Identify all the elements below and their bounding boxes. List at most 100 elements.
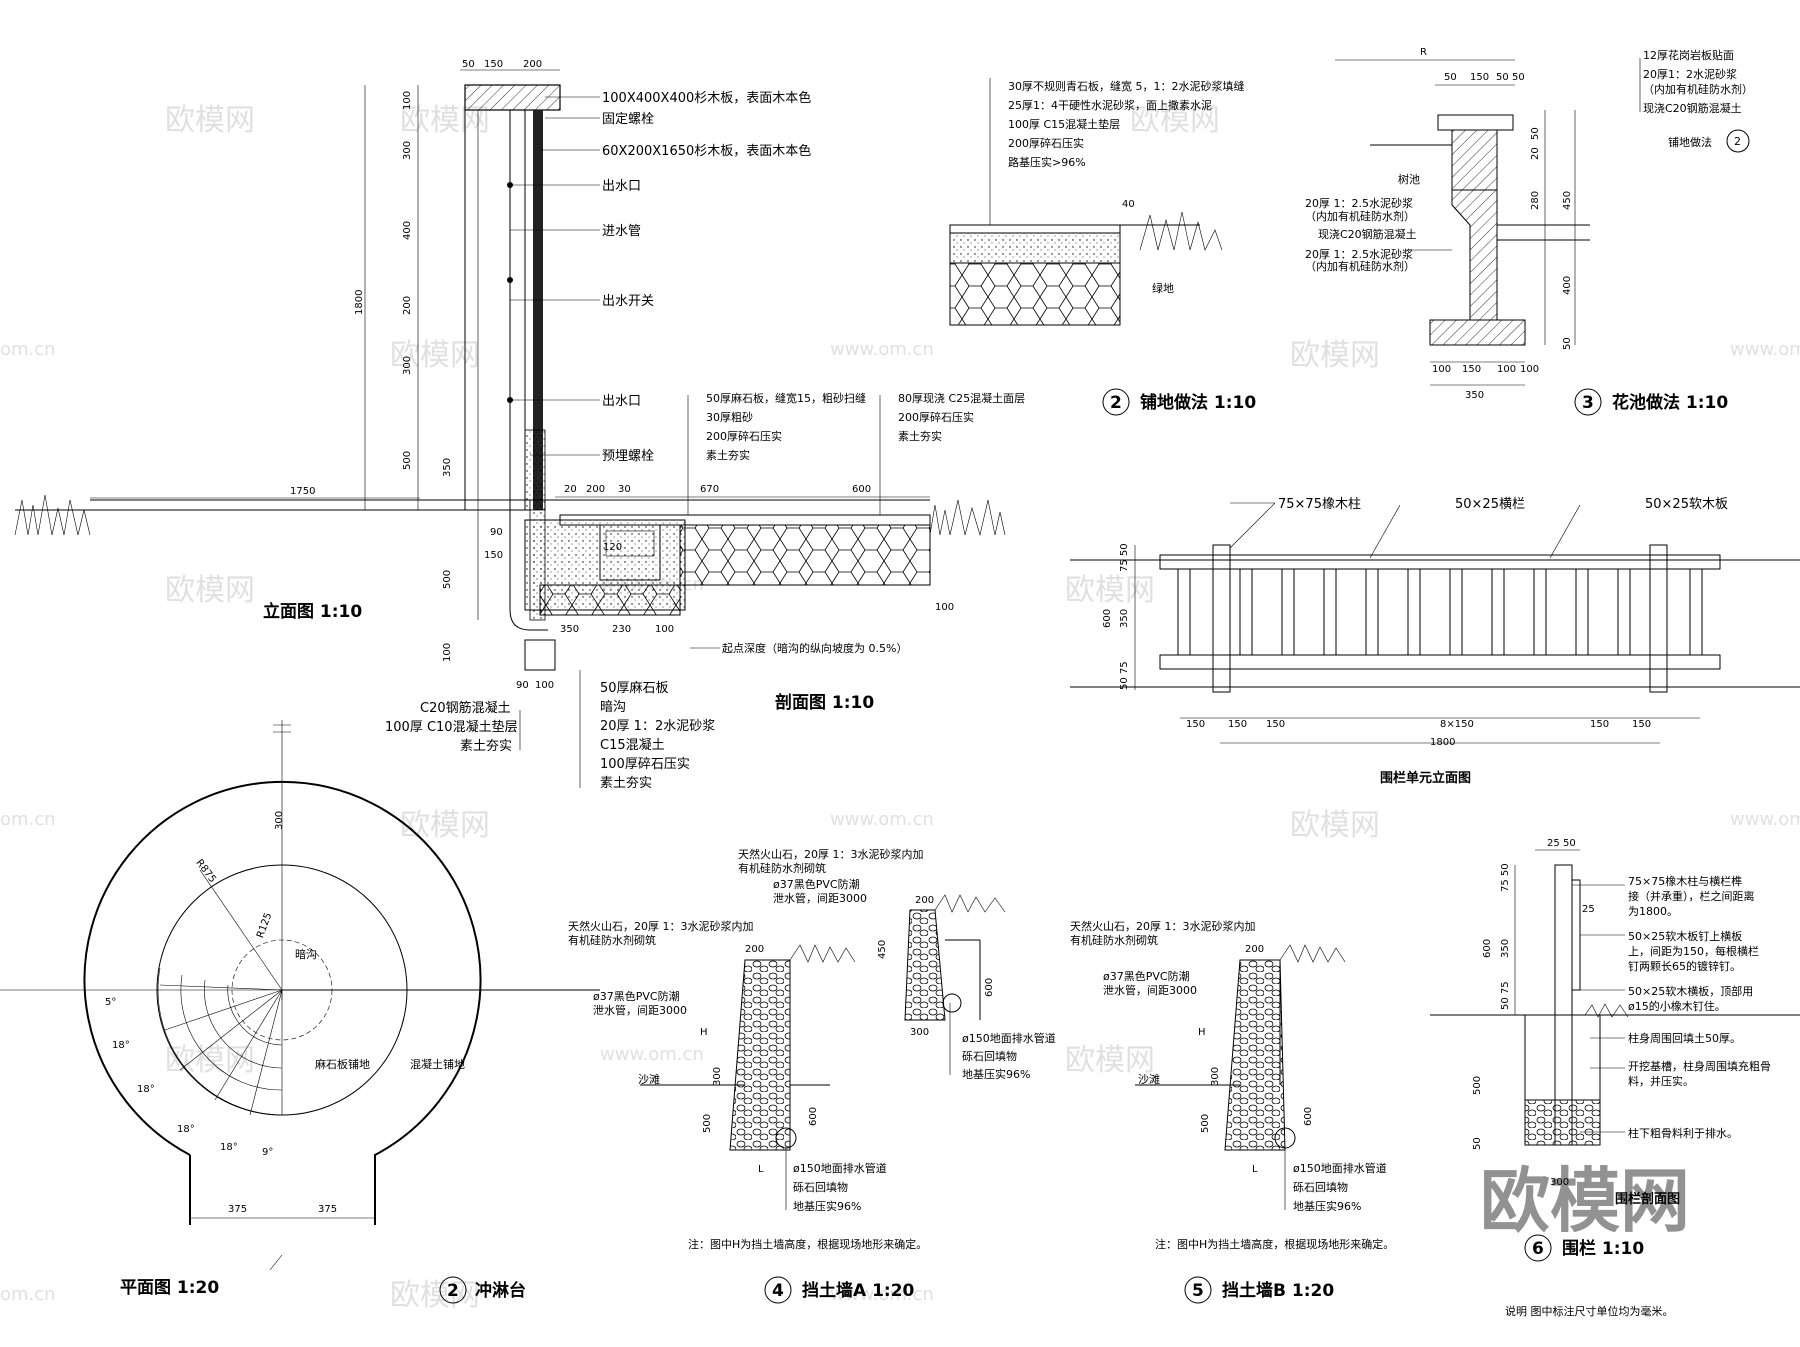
angle-label: 18° <box>137 1084 155 1095</box>
footer-note: 说明 图中标注尺寸单位均为毫米。 <box>1505 1304 1674 1318</box>
dim-label: 120 <box>603 542 622 553</box>
dim-label: 50 75 <box>1500 981 1511 1010</box>
callout-label: 75×75橡木柱与横栏榫 <box>1628 874 1742 888</box>
callout-label: 50×25软木横板，顶部用 <box>1628 984 1753 998</box>
dim-label: 500 <box>402 451 413 470</box>
dim-label: 50 <box>1563 838 1576 849</box>
callout-label: ø37黑色PVC防潮 <box>1103 969 1190 983</box>
wall-b-title: 挡土墙B 1:20 <box>1222 1280 1334 1301</box>
watermark: 欧模网 <box>390 1278 480 1313</box>
dim-label: 350 <box>1500 939 1511 958</box>
outlet-icon <box>507 277 513 283</box>
fence-section-sub: 围栏剖面图 <box>1615 1191 1680 1207</box>
callout-label: ø15的小橡木钉住。 <box>1628 999 1726 1013</box>
callout-label: 素土夯实 <box>898 429 942 443</box>
dim-label: 450 <box>1562 191 1573 210</box>
dim-label: 40 <box>1122 199 1135 210</box>
callout-label: 100厚 C10混凝土垫层 <box>385 719 518 735</box>
callout-label: ø150地面排水管道 <box>1293 1161 1387 1175</box>
dim-label: 150 <box>1186 719 1205 730</box>
top-board <box>464 84 561 111</box>
watermark: 欧模网 <box>1290 808 1380 843</box>
detail-number-badge <box>764 1276 792 1304</box>
callout-label: 50厚麻石板 <box>600 681 669 696</box>
dim-label: 150 <box>1228 719 1247 730</box>
plan-drawing: R875 R125 300 5° 18° 18° 18° 18° 9° 暗沟 麻… <box>0 720 600 1304</box>
callout-label: 30厚不规则青石板，缝宽 5，1：2水泥砂浆填缝 <box>1008 79 1245 93</box>
detail-number-badge <box>439 1276 467 1304</box>
shower-title: 冲淋台 <box>475 1280 526 1301</box>
callout-label: 出水口 <box>602 394 641 409</box>
section-title: 剖面图 1:10 <box>775 692 874 713</box>
plan-label: 麻石板铺地 <box>315 1057 370 1071</box>
dim-label: 25 <box>1547 838 1560 849</box>
dim-label: H <box>700 1027 708 1038</box>
dim-label: 300 <box>402 141 413 160</box>
dim-label: 350 <box>560 624 579 635</box>
dim-label: 150 <box>484 59 503 70</box>
dim-label: R125 <box>255 911 274 939</box>
dim-label: 50 <box>462 59 475 70</box>
callout-label: 砾石回填物 <box>1293 1180 1348 1194</box>
callout-label: 暗沟 <box>600 700 626 715</box>
callout-label: 出水开关 <box>602 294 654 309</box>
dim-label: 300 <box>1210 1067 1221 1086</box>
dim-label: 300 <box>910 1027 929 1038</box>
callout-label: ø150地面排水管道 <box>962 1031 1056 1045</box>
paving-detail: 30厚不规则青石板，缝宽 5，1：2水泥砂浆填缝 25厚1：4干硬性水泥砂浆，面… <box>949 78 1256 416</box>
dim-label: 1800 <box>1430 737 1455 748</box>
callout-label: 20厚 1：2.5水泥砂浆 <box>1305 196 1413 210</box>
dim-label: 280 <box>1530 191 1541 210</box>
dim-label: 200 <box>523 59 542 70</box>
dim-label: 150 <box>484 550 503 561</box>
dim-label: 100 <box>1520 364 1539 375</box>
callout-label: 素土夯实 <box>706 448 750 462</box>
angle-label: 9° <box>262 1147 273 1158</box>
dim-label: 100 <box>535 680 554 691</box>
grass-icon <box>14 494 91 536</box>
stone-wall <box>1224 959 1286 1151</box>
callout-label: 50厚麻石板，缝宽15，粗砂扫缝 <box>706 391 866 405</box>
dim-label: 350 <box>1119 609 1130 628</box>
elevation-drawing: 100 300 400 200 300 500 1800 50 150 200 … <box>14 59 811 691</box>
angle-label: 18° <box>220 1142 238 1153</box>
dim-label: 1750 <box>290 486 315 497</box>
dim-label: 150 <box>1462 364 1481 375</box>
grass-label: 绿地 <box>1152 281 1174 295</box>
dim-label: 150 <box>1590 719 1609 730</box>
dim-label: 8×150 <box>1440 719 1474 730</box>
callout-label: 有机硅防水剂砌筑 <box>1070 933 1158 947</box>
callout-label: 预埋螺栓 <box>602 449 654 464</box>
callout-label: 有机硅防水剂砌筑 <box>738 861 826 875</box>
dim-label: 200 <box>745 944 764 955</box>
dim-label: 100 <box>442 643 453 662</box>
dim-label: 150 <box>1632 719 1651 730</box>
grass-icon <box>1139 211 1223 251</box>
dim-label: 350 <box>1465 390 1484 401</box>
detail-number-badge <box>1574 388 1602 416</box>
callout-label: 柱下粗骨料利于排水。 <box>1628 1126 1738 1140</box>
dim-label: 100 <box>402 91 413 110</box>
callout-label: 沙滩 <box>1138 1072 1160 1086</box>
dim-label: 300 <box>1550 1177 1569 1188</box>
callout-label: 12厚花岗岩板贴面 <box>1643 48 1734 62</box>
callout-label: 料，并压实。 <box>1628 1074 1694 1088</box>
callout-label: 20厚 1：2.5水泥砂浆 <box>1305 247 1413 261</box>
dim-label: 400 <box>402 221 413 240</box>
plan-label: 混凝土铺地 <box>410 1057 465 1071</box>
callout-label: 天然火山石，20厚 1：3水泥砂浆内加 <box>738 847 924 861</box>
callout-label: 上，间距为150，每根横栏 <box>1628 944 1759 958</box>
grass-icon <box>934 894 1006 913</box>
dim-label: R <box>1420 47 1427 58</box>
callout-label: 100厚碎石压实 <box>600 757 690 772</box>
callout-label: 泄水管，间距3000 <box>1103 983 1197 997</box>
detail-number-badge <box>1102 388 1130 416</box>
callout-label: ø37黑色PVC防潮 <box>773 877 860 891</box>
fence-section: 25 50 75 50 350 600 50 75 500 50 25 75×7… <box>1430 838 1800 1262</box>
dim-label: 150 <box>1470 72 1489 83</box>
dim-label: 600 <box>852 484 871 495</box>
dim-label: 400 <box>1562 276 1573 295</box>
dim-label: 670 <box>700 484 719 495</box>
dim-label: 300 <box>402 356 413 375</box>
angle-label: 18° <box>177 1124 195 1135</box>
